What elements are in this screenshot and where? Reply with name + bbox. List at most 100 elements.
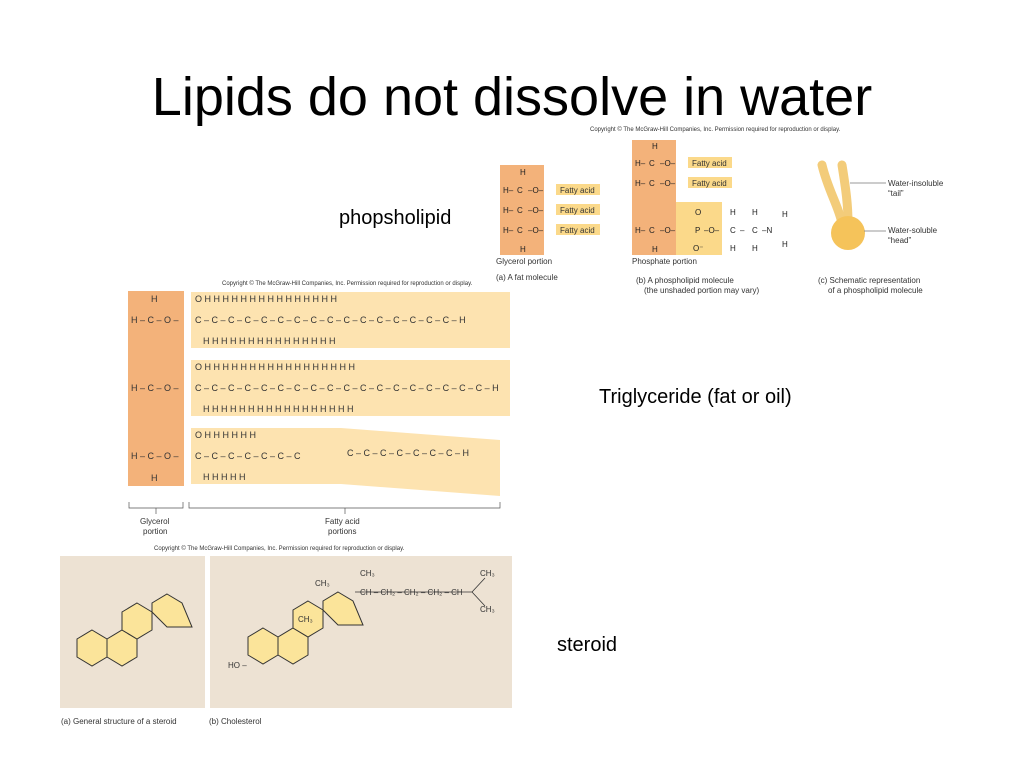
svg-text:CH₃: CH₃: [480, 605, 495, 614]
portion-brackets: [128, 502, 501, 514]
svg-text:HO –: HO –: [228, 661, 247, 670]
svg-text:H: H: [652, 245, 658, 254]
svg-text:H–: H–: [503, 206, 514, 215]
cholesterol-rings: [247, 591, 364, 665]
glycerol-backbone: [128, 291, 184, 486]
svg-text:–O–: –O–: [528, 226, 544, 235]
svg-text:H: H: [782, 210, 788, 219]
svg-text:H: H: [782, 240, 788, 249]
svg-text:H–: H–: [503, 186, 514, 195]
svg-text:C: C: [752, 226, 758, 235]
schematic-caption-line1: (c) Schematic representation: [818, 276, 921, 285]
svg-text:H: H: [752, 244, 758, 253]
svg-text:H: H: [151, 473, 158, 483]
svg-text:C – C – C – C – C – C – C: C – C – C – C – C – C – C: [195, 451, 301, 461]
svg-text:–O–: –O–: [660, 226, 676, 235]
head-label-line1: Water-soluble: [888, 226, 938, 235]
svg-text:O⁻: O⁻: [693, 244, 703, 253]
svg-text:–O–: –O–: [660, 159, 676, 168]
svg-text:H H H H H: H H H H H: [203, 472, 246, 482]
phospholipid-label: phopsholipid: [339, 207, 452, 229]
svg-text:H–: H–: [503, 226, 514, 235]
svg-text:CH₃: CH₃: [360, 569, 375, 578]
cholesterol-atom-labels: HO – CH₃ CH – CH₂ – CH₂ – CH₂ – CH CH₃ C…: [228, 569, 495, 670]
svg-text:–: –: [740, 226, 745, 235]
fat-fatty-acid-tag-1: Fatty acid: [560, 186, 595, 195]
svg-text:H H H H H H H H: H H H H H H H H H H H H H H H: [203, 336, 336, 346]
svg-text:O H H H H H H H: O H H H H H H H H H H H H H H H: [195, 294, 337, 304]
svg-text:H–: H–: [635, 179, 646, 188]
svg-text:C: C: [517, 226, 523, 235]
svg-text:C – C – C – C – C – C – C – C: C – C – C – C – C – C – C – C – C – C – …: [195, 315, 466, 325]
svg-text:C: C: [649, 179, 655, 188]
svg-text:H: H: [752, 208, 758, 217]
phospholipid-caption-line2: (the unshaded portion may vary): [644, 286, 760, 295]
svg-text:CH₃: CH₃: [315, 579, 330, 588]
svg-text:CH₃: CH₃: [480, 569, 495, 578]
steroid-copyright: Copyright © The McGraw-Hill Companies, I…: [154, 546, 405, 552]
fat-molecule-diagram: H H–C–O– H–C–O– H–C–O– H: [500, 165, 600, 255]
schematic-caption-line2: of a phospholipid molecule: [828, 286, 923, 295]
phospholipid-fatty-acid-tag-2: Fatty acid: [692, 179, 727, 188]
steroid-general-rings: [76, 593, 193, 667]
triglyceride-glycerol-label-line2: portion: [143, 527, 168, 536]
svg-text:O H H H H H H: O H H H H H H: [195, 430, 256, 440]
phospholipid-schematic: [817, 160, 886, 250]
svg-text:H–: H–: [635, 226, 646, 235]
svg-text:C: C: [517, 206, 523, 215]
svg-text:H – C – O –: H – C – O –: [131, 315, 179, 325]
svg-text:H – C – O –: H – C – O –: [131, 451, 179, 461]
svg-text:P: P: [695, 226, 700, 235]
phospholipid-fatty-acid-tag-1: Fatty acid: [692, 159, 727, 168]
svg-text:C: C: [517, 186, 523, 195]
tail-label-line2: “tail”: [888, 189, 904, 198]
triglyceride-fatty-acid-label-line1: Fatty acid: [325, 517, 360, 526]
svg-text:CH₃: CH₃: [298, 615, 313, 624]
svg-text:H: H: [520, 168, 526, 177]
phospholipid-caption-line1: (b) A phospholipid molecule: [636, 276, 734, 285]
svg-text:H: H: [652, 142, 658, 151]
steroid-caption-a: (a) General structure of a steroid: [61, 717, 177, 726]
head-label-line2: “head”: [888, 236, 912, 245]
svg-text:C – C – C – C – C – C – C – H: C – C – C – C – C – C – C – H: [347, 448, 469, 458]
triglyceride-label: Triglyceride (fat or oil): [599, 386, 792, 408]
triglyceride-figure: H H – C – O – H – C – O – H – C – O – H …: [128, 291, 510, 514]
steroid-panel-b: [210, 556, 512, 708]
svg-text:C: C: [730, 226, 736, 235]
svg-text:O: O: [695, 208, 701, 217]
steroid-label: steroid: [557, 634, 618, 656]
triglyceride-glycerol-label-line1: Glycerol: [140, 517, 170, 526]
svg-text:–O–: –O–: [528, 186, 544, 195]
fatty-acid-chain-1: [191, 292, 510, 348]
steroid-caption-b: (b) Cholesterol: [209, 717, 262, 726]
triglyceride-atoms: H H – C – O – H – C – O – H – C – O – H …: [131, 294, 499, 483]
phospholipid-copyright: Copyright © The McGraw-Hill Companies, I…: [590, 127, 841, 133]
svg-text:C – C – C – C – C – C – C – C: C – C – C – C – C – C – C – C – C – C – …: [195, 383, 499, 393]
tail-label-line1: Water-insoluble: [888, 179, 944, 188]
fatty-acid-chain-3b: [341, 428, 500, 496]
svg-text:–O–: –O–: [704, 226, 720, 235]
cholesterol-side-chain: [355, 577, 486, 607]
phospholipid-figure: H H–C–O– H–C–O– H–C–O– H H H–C–O– H–C–O–…: [500, 140, 886, 255]
fatty-acid-chain-3a: [191, 428, 341, 484]
svg-text:H–: H–: [635, 159, 646, 168]
triglyceride-fatty-acid-label-line2: portions: [328, 527, 357, 536]
svg-text:H: H: [520, 245, 526, 254]
svg-text:H: H: [730, 244, 736, 253]
fatty-acid-chain-2: [191, 360, 510, 416]
phosphate-portion-label: Phosphate portion: [632, 257, 697, 266]
triglyceride-copyright: Copyright © The McGraw-Hill Companies, I…: [222, 281, 473, 287]
steroid-figure: HO – CH₃ CH – CH₂ – CH₂ – CH₂ – CH CH₃ C…: [60, 556, 512, 708]
svg-text:–O–: –O–: [528, 206, 544, 215]
fat-fatty-acid-tag-2: Fatty acid: [560, 206, 595, 215]
fat-fatty-acid-tag-3: Fatty acid: [560, 226, 595, 235]
svg-text:H: H: [151, 294, 158, 304]
svg-text:C: C: [649, 226, 655, 235]
svg-text:C: C: [649, 159, 655, 168]
svg-text:–N: –N: [762, 226, 772, 235]
svg-text:CH – CH₂ – CH₂ – CH₂ – CH: CH – CH₂ – CH₂ – CH₂ – CH: [360, 588, 463, 597]
svg-text:O H H H H H H H: O H H H H H H H H H H H H H H H H H: [195, 362, 355, 372]
svg-text:H: H: [730, 208, 736, 217]
svg-text:H – C – O –: H – C – O –: [131, 383, 179, 393]
